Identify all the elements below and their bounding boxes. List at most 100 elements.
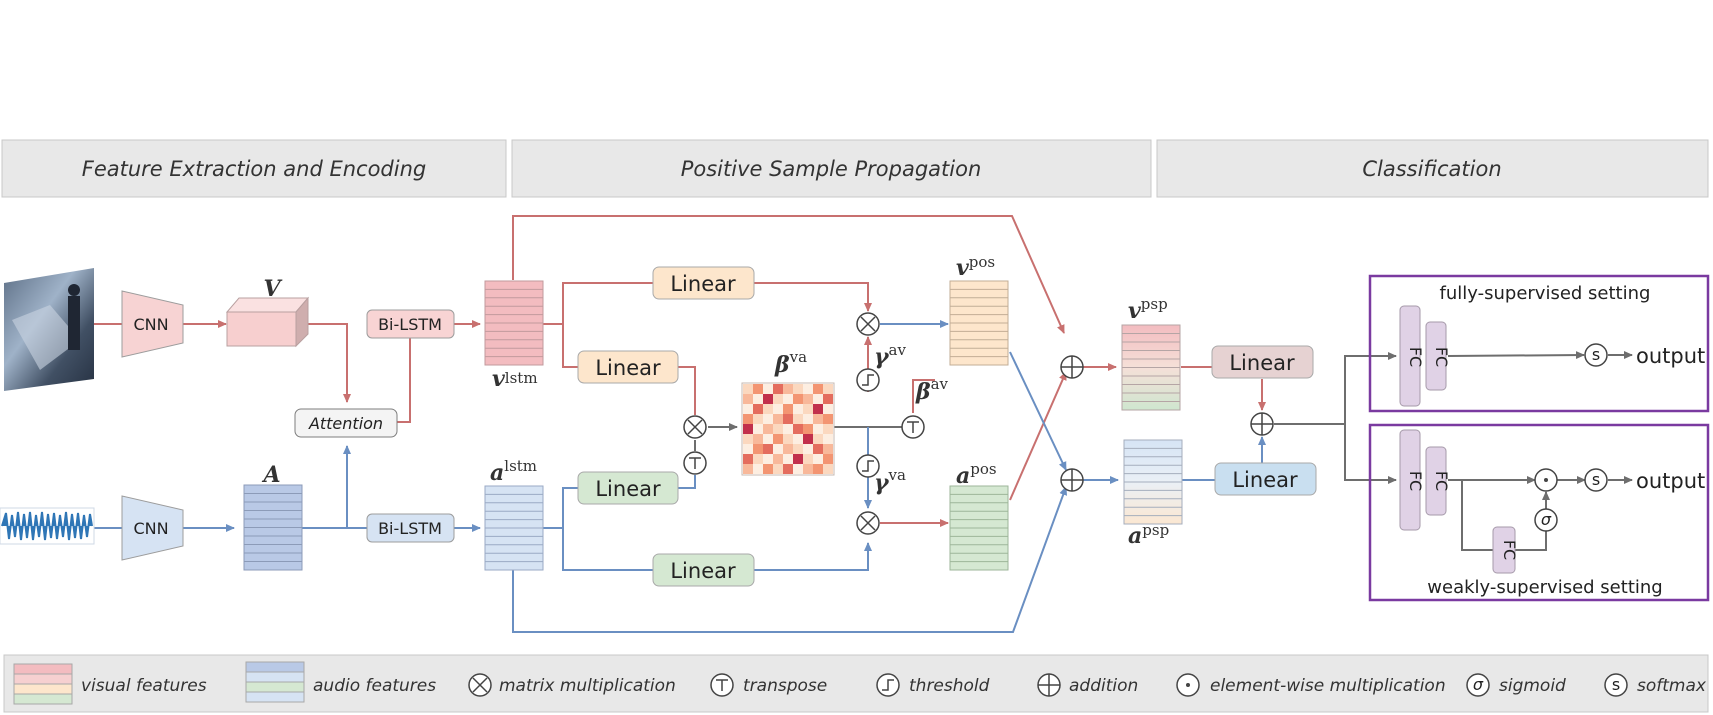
heatmap-cell [803,434,813,444]
heatmap-cell [773,384,783,394]
label-beta-av: βav [915,375,949,405]
heatmap-cell [763,454,773,464]
label-a-psp: apsp [1128,521,1169,549]
audio-feature-stack: A [261,462,280,488]
label-v-lstm: vlstm [492,366,538,392]
a-psp-stack [1123,439,1183,525]
svg-text:Linear: Linear [1232,468,1298,492]
heatmap-cell [823,434,833,444]
cnn-audio: CNN [121,495,184,561]
heatmap-cell [783,384,793,394]
linear-audio-mid: Linear [577,471,679,505]
heatmap-cell [763,394,773,404]
heatmap-cell [743,464,753,474]
matmul-op-va [856,511,880,535]
section-title-feature: Feature Extraction and Encoding [82,157,426,181]
heatmap-cell [803,384,813,394]
heatmap-cell [813,444,823,454]
beta-va-heatmap [741,382,835,476]
heatmap-cell [743,384,753,394]
label-v-pos: vpos [956,253,995,281]
linear-apsp-block: Linear [1214,462,1317,496]
heatmap-cell [743,404,753,414]
svg-text:vpsp: vpsp [1128,295,1168,324]
legend-transpose-icon [710,673,734,697]
heatmap-cell [793,464,803,474]
audio-feature-stack-A [243,484,303,571]
heatmap-cell [753,394,763,404]
heatmap-cell [743,444,753,454]
label-gamma-va: γva [874,466,906,496]
label-a-lstm: alstm [490,457,537,486]
legend-label-threshold: threshold [909,676,990,696]
threshold-op-va [856,454,880,478]
heatmap-cell [773,454,783,464]
svg-text:vlstm: vlstm [492,366,538,392]
heatmap-cell [753,414,763,424]
svg-text:Linear: Linear [595,477,661,501]
section-header-psp: Positive Sample Propagation [511,139,1152,198]
label-beta-va: βva [774,348,807,378]
svg-text:Bi-LSTM: Bi-LSTM [378,519,442,538]
heatmap-cell [753,434,763,444]
svg-text:apos: apos [956,460,997,489]
output-label: output [1636,469,1705,493]
svg-text:Linear: Linear [1229,351,1295,375]
legend-label-addition: addition [1069,676,1138,696]
elementwise-op [1534,468,1558,492]
heatmap-cell [803,414,813,424]
legend-label-visual: visual features [81,676,207,696]
svg-text:σ: σ [1473,675,1484,694]
heatmap-cell [813,454,823,464]
heatmap-cell [783,394,793,404]
heatmap-cell [823,424,833,434]
heatmap-cell [793,454,803,464]
video-frame-image [4,268,94,391]
heatmap-cell [803,404,813,414]
add-op-classification [1250,412,1274,436]
heatmap-cell [793,424,803,434]
legend-softmax-icon: s [1604,673,1628,697]
matmul-op-beta [683,415,707,439]
legend: visual features audio features matrix mu… [3,654,1709,713]
weakly-supervised-title: weakly-supervised setting [1427,577,1662,598]
svg-text:Bi-LSTM: Bi-LSTM [378,315,442,334]
heatmap-cell [793,434,803,444]
legend-label-softmax: softmax [1637,676,1707,696]
svg-text:alstm: alstm [490,457,537,486]
heatmap-cell [763,414,773,424]
heatmap-cell [773,394,783,404]
svg-text:A: A [261,462,280,488]
weakly-supervised-panel: weakly-supervised setting FC FC FC σ s o… [1368,423,1710,602]
label-gamma-av: γav [874,341,906,370]
v-lstm-stack [484,280,544,366]
heatmap-cell [823,454,833,464]
heatmap-cell [753,444,763,454]
matmul-op-av [856,312,880,336]
heatmap-cell [743,434,753,444]
heatmap-cell [803,394,813,404]
heatmap-cell [753,464,763,474]
heatmap-cell [783,454,793,464]
heatmap-cell [803,464,813,474]
add-op-visual [1060,355,1084,379]
linear-visual-mid: Linear [577,350,679,384]
svg-text:Linear: Linear [595,356,661,380]
svg-text:CNN: CNN [133,519,168,538]
heatmap-cell [803,444,813,454]
v-psp-stack [1121,324,1181,411]
a-pos-stack [949,485,1009,571]
heatmap-cell [823,414,833,424]
heatmap-cell [743,454,753,464]
heatmap-cell [793,394,803,404]
label-v-psp: vpsp [1128,295,1168,324]
heatmap-cell [773,424,783,434]
legend-matmul-icon [468,673,492,697]
heatmap-cell [813,464,823,474]
legend-audio-swatch [245,661,305,703]
heatmap-cell [813,384,823,394]
svg-text:V: V [263,276,282,302]
svg-text:FC: FC [1500,540,1519,560]
heatmap-cell [793,404,803,414]
heatmap-cell [783,414,793,424]
